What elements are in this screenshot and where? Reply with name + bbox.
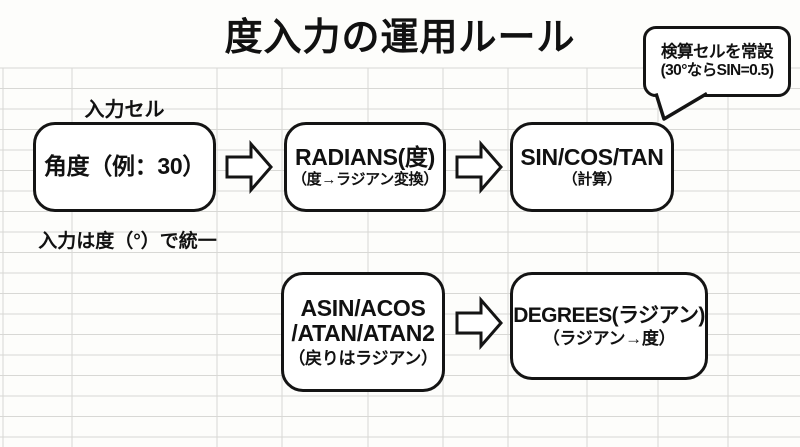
node-angle-input: 角度（例：30） [33, 122, 216, 212]
callout-line-2: (30°ならSIN=0.5) [660, 62, 774, 80]
node-inverse-trig: ASIN/ACOS /ATAN/ATAN2 （戻りはラジアン） [281, 272, 445, 392]
callout-line-1: 検算セルを常設 [661, 42, 774, 61]
node-inverse-trig-line2: /ATAN/ATAN2 [291, 320, 435, 347]
input-unit-caption: 入力は度（°）で統一 [38, 231, 217, 252]
node-radians-subtitle: （度→ラジアン変換） [291, 171, 439, 189]
node-radians: RADIANS(度) （度→ラジアン変換） [284, 122, 446, 212]
page-title: 度入力の運用ルール [224, 17, 576, 59]
node-inverse-trig-line1: ASIN/ACOS [300, 294, 426, 321]
callout-tail [654, 91, 708, 121]
callout-bubble: 検算セルを常設 (30°ならSIN=0.5) [643, 26, 791, 97]
node-radians-title: RADIANS(度) [294, 143, 436, 170]
right-arrow-icon [455, 296, 503, 350]
node-angle-input-title: 角度（例：30） [43, 153, 206, 180]
node-sincostan: SIN/COS/TAN （計算） [510, 122, 674, 212]
node-degrees-title: DEGREES(ラジアン) [513, 303, 705, 327]
right-arrow-icon [455, 140, 503, 194]
input-cell-label: 入力セル [84, 99, 165, 121]
right-arrow-icon [225, 140, 273, 194]
node-degrees-subtitle: （ラジアン→度） [542, 329, 676, 349]
node-sincostan-title: SIN/COS/TAN [520, 143, 664, 170]
node-inverse-trig-subtitle: （戻りはラジアン） [288, 349, 438, 369]
node-sincostan-subtitle: （計算） [562, 171, 622, 189]
node-degrees: DEGREES(ラジアン) （ラジアン→度） [510, 272, 708, 380]
